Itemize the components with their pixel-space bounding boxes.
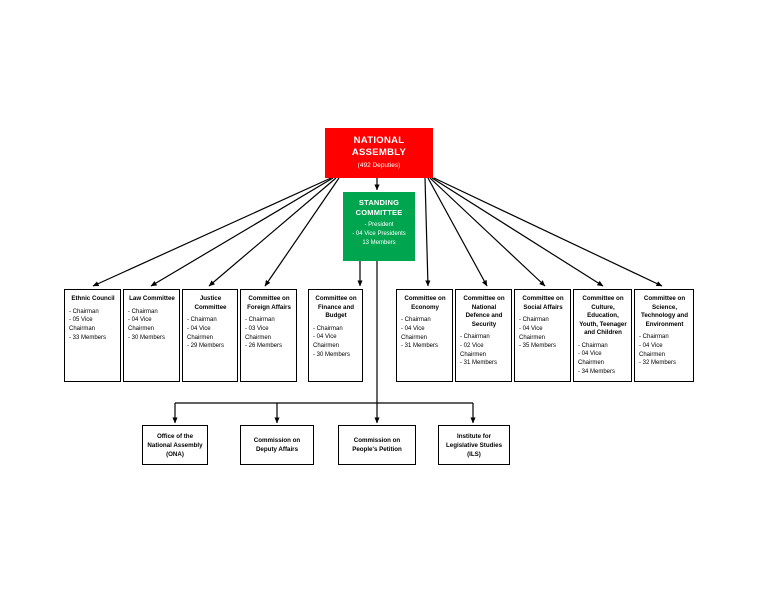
committee-title: Committee on Foreign Affairs [247, 295, 291, 311]
agency-title: Commission on People's Petition [352, 437, 402, 453]
national-assembly-title-line2: ASSEMBLY [351, 147, 407, 158]
committee-details: - Chairman - 04 Vice Chairmen - 35 Membe… [519, 317, 557, 350]
committee-title: Committee on Finance and Budget [315, 295, 357, 319]
agency-title: Institute for Legislative Studies (ILS) [445, 432, 503, 458]
node-standing-committee[interactable]: STANDING COMMITTEE - President - 04 Vice… [343, 192, 415, 261]
committee-title: Committee on Science, Technology and Env… [641, 295, 688, 328]
committee-title: Committee on National Defence and Securi… [463, 295, 505, 328]
node-committee-finance-budget[interactable]: Committee on Finance and Budget - Chairm… [308, 289, 363, 382]
committee-title: Law Committee [129, 295, 175, 302]
node-committee-foreign-affairs[interactable]: Committee on Foreign Affairs - Chairman … [240, 289, 297, 382]
agency-title: Office of the National Assembly (ONA) [147, 432, 203, 458]
committee-details: - Chairman - 04 Vice Chairmen - 31 Membe… [401, 317, 439, 350]
node-agency-commission-peoples-petition[interactable]: Commission on People's Petition [338, 425, 416, 465]
committee-title: Committee on Social Affairs [522, 295, 564, 311]
node-committee-social-affairs[interactable]: Committee on Social Affairs - Chairman -… [514, 289, 571, 382]
committee-details: - Chairman - 04 Vice Chairmen - 32 Membe… [639, 334, 677, 367]
committee-details: - Chairman - 04 Vice Chairmen - 30 Membe… [128, 308, 166, 341]
node-national-assembly[interactable]: NATIONAL ASSEMBLY (492 Deputies) [325, 128, 433, 178]
committee-details: - Chairman - 03 Vice Chairmen - 26 Membe… [245, 317, 283, 350]
committee-title: Committee on Culture, Education, Youth, … [579, 295, 627, 336]
standing-committee-details: - President - 04 Vice Presidents 13 Memb… [352, 222, 406, 246]
committee-title: Committee on Economy [404, 295, 446, 311]
national-assembly-subtitle: (492 Deputies) [357, 162, 401, 169]
agency-drop-arrows [172, 403, 476, 424]
committee-details: - Chairman - 04 Vice Chairmen - 29 Membe… [187, 317, 225, 350]
committee-title: Ethnic Council [71, 295, 115, 302]
node-committee-science-technology-environment[interactable]: Committee on Science, Technology and Env… [634, 289, 694, 382]
standing-committee-title-line1: STANDING [358, 198, 400, 207]
node-committee-law[interactable]: Law Committee - Chairman - 04 Vice Chair… [123, 289, 180, 382]
committee-details: - Chairman - 04 Vice Chairmen - 34 Membe… [578, 342, 616, 375]
node-committee-economy[interactable]: Committee on Economy - Chairman - 04 Vic… [396, 289, 453, 382]
agency-title: Commission on Deputy Affairs [253, 437, 301, 453]
committee-details: - Chairman - 04 Vice Chairmen - 30 Membe… [313, 325, 351, 358]
node-committee-ethnic-council[interactable]: Ethnic Council - Chairman - 05 Vice Chai… [64, 289, 121, 382]
standing-committee-title-line2: COMMITTEE [355, 207, 403, 217]
committee-details: - Chairman - 02 Vice Chairmen - 31 Membe… [460, 334, 498, 367]
node-committee-national-defence-security[interactable]: Committee on National Defence and Securi… [455, 289, 512, 382]
node-agency-commission-deputy-affairs[interactable]: Commission on Deputy Affairs [240, 425, 314, 465]
node-agency-institute-legislative-studies[interactable]: Institute for Legislative Studies (ILS) [438, 425, 510, 465]
national-assembly-title-line1: NATIONAL [353, 135, 405, 146]
node-committee-culture-education-youth[interactable]: Committee on Culture, Education, Youth, … [573, 289, 632, 382]
node-agency-office-national-assembly[interactable]: Office of the National Assembly (ONA) [142, 425, 208, 465]
committee-details: - Chairman - 05 Vice Chairman - 33 Membe… [69, 308, 107, 341]
committee-title: Justice Committee [194, 295, 227, 311]
node-committee-justice[interactable]: Justice Committee - Chairman - 04 Vice C… [182, 289, 238, 382]
